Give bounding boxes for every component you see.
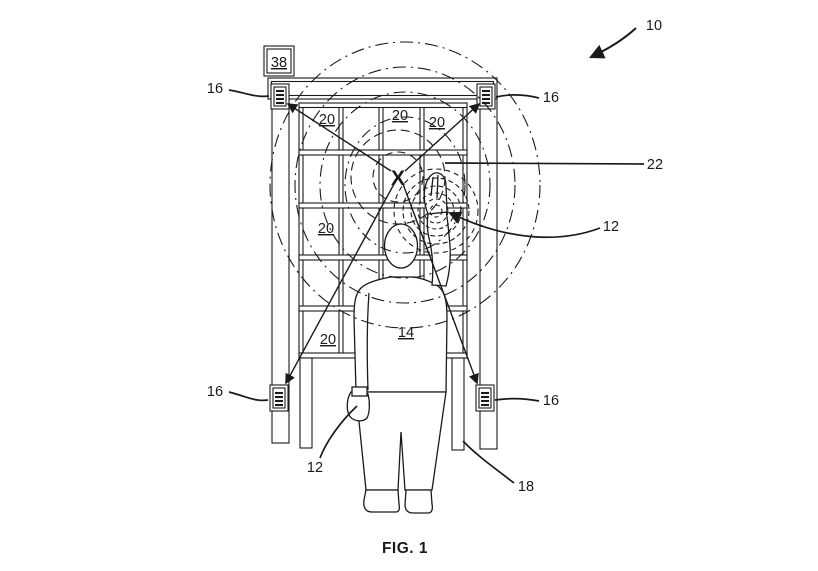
leader-sensor-bottom-right [494, 397, 540, 402]
label-bin-r3c1: 20 [318, 221, 334, 237]
user-left-shoe [363, 489, 401, 513]
wearable-ripple [410, 185, 462, 237]
label-wearable-raised: 12 [603, 219, 619, 235]
display-box [263, 45, 295, 77]
label-bin-r5c1: 20 [320, 332, 336, 348]
shelf [298, 254, 468, 261]
wearable-ripple [417, 192, 455, 230]
label-user: 14 [398, 325, 414, 341]
label-sensor-top-left: 16 [207, 81, 223, 97]
line-x-to-sensor-top-left [286, 103, 392, 172]
storage-rack [263, 45, 498, 451]
label-bin-r1c4: 20 [429, 115, 445, 131]
label-sensor-bottom-right: 16 [543, 393, 559, 409]
leader-sensor-top-right [495, 94, 540, 99]
label-rack-leg: 18 [518, 479, 534, 495]
user-left-arm [366, 292, 370, 391]
sensor-top-left [270, 83, 290, 110]
leader-wearable-raised [448, 211, 601, 239]
user-lowered-hand [346, 391, 371, 422]
user-right-shoe [404, 489, 434, 514]
sensor-bottom-right [475, 384, 495, 412]
figure-caption: FIG. 1 [382, 540, 428, 557]
item-ring-inner [372, 151, 424, 203]
signal-ring [344, 116, 466, 254]
wearable-ripple [423, 198, 449, 224]
item-ring-outer [350, 129, 446, 225]
wearable-device-lowered [351, 386, 368, 397]
finger-line [436, 174, 439, 199]
label-bin-r1c1: 20 [319, 112, 335, 128]
sensor-bottom-left [269, 384, 289, 412]
wearable-ripple [429, 204, 443, 218]
signal-ring [319, 91, 491, 279]
label-item-location: 22 [647, 157, 663, 173]
leader-sensor-top-left [228, 89, 270, 98]
rack-inner-right-leg [451, 357, 465, 451]
rack-inner-left-leg [299, 357, 313, 449]
label-sensor-bottom-left: 16 [207, 384, 223, 400]
shelf-divider [338, 104, 344, 356]
sensors [269, 83, 496, 412]
user-figure [346, 172, 451, 514]
label-display-box: 38 [271, 55, 287, 71]
label-system: 10 [646, 18, 662, 34]
leader-wearable-lowered [319, 405, 358, 459]
shelf-right-edge [462, 102, 468, 359]
label-wearable-lowered: 12 [307, 460, 323, 476]
triangulation-lines [285, 102, 481, 385]
reference-labels: 10 38 16 16 16 16 20 20 20 20 20 22 12 1… [207, 18, 663, 495]
rack-top-beam [267, 77, 498, 100]
item-location-marker: X [391, 167, 405, 190]
leader-lines [228, 27, 645, 484]
line-x-to-sensor-bottom-right [402, 183, 479, 385]
line-x-to-sensor-top-right [404, 102, 481, 172]
line-x-to-sensor-bottom-left [285, 183, 395, 385]
label-bin-r1c3: 20 [392, 108, 408, 124]
shelf [298, 149, 468, 156]
leader-item-location [444, 162, 645, 165]
label-sensor-top-right: 16 [543, 90, 559, 106]
leader-sensor-bottom-left [228, 391, 269, 402]
wearable-ripple [402, 177, 470, 245]
wearable-ripple [393, 168, 479, 254]
signal-ring [294, 66, 516, 304]
signal-waves [269, 41, 541, 329]
display-box-inner [266, 48, 292, 74]
leader-rack-leg [462, 440, 515, 484]
shelf [298, 102, 468, 109]
leader-system [588, 27, 637, 59]
signal-ring-outer [269, 41, 541, 329]
